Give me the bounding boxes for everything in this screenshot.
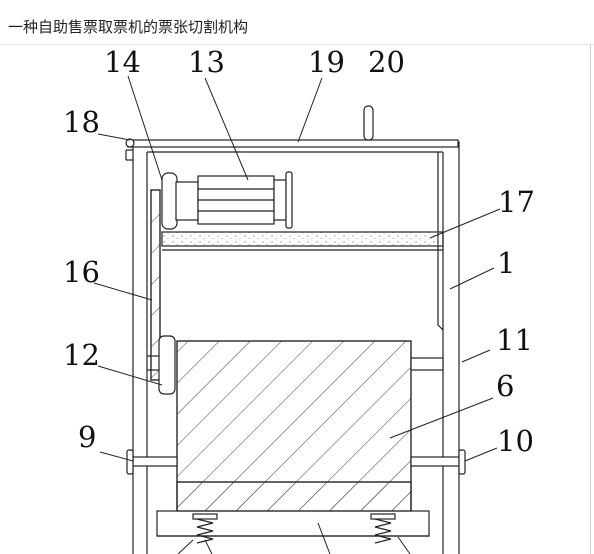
lower-wheel (147, 335, 176, 395)
part-labels: 14 13 19 20 18 17 1 16 11 12 6 9 10 (63, 45, 535, 458)
springs (192, 513, 396, 544)
label-6: 6 (496, 369, 514, 403)
label-10: 10 (497, 424, 534, 458)
label-20: 20 (368, 45, 405, 79)
label-11: 11 (496, 323, 533, 357)
motor (161, 171, 293, 230)
label-18: 18 (63, 105, 100, 139)
label-12: 12 (63, 338, 100, 372)
top-lid (125, 138, 459, 161)
handle-knob (363, 105, 374, 141)
label-17: 17 (498, 185, 535, 219)
page-title: 一种自助售票取票机的票张切割机构 (8, 18, 249, 36)
drive-belt (150, 189, 161, 381)
side-rods (126, 449, 466, 475)
diagram-frame (0, 45, 594, 554)
label-19: 19 (308, 45, 345, 79)
label-14: 14 (104, 45, 141, 79)
label-13: 13 (188, 45, 225, 79)
frame-border (590, 45, 591, 554)
label-16: 16 (63, 255, 100, 289)
page-header: 一种自助售票取票机的票张切割机构 (0, 0, 594, 45)
base-plate (156, 481, 430, 537)
leader-lines (93, 75, 501, 554)
support-plate (161, 231, 444, 251)
label-1: 1 (497, 246, 515, 280)
label-9: 9 (78, 420, 96, 454)
